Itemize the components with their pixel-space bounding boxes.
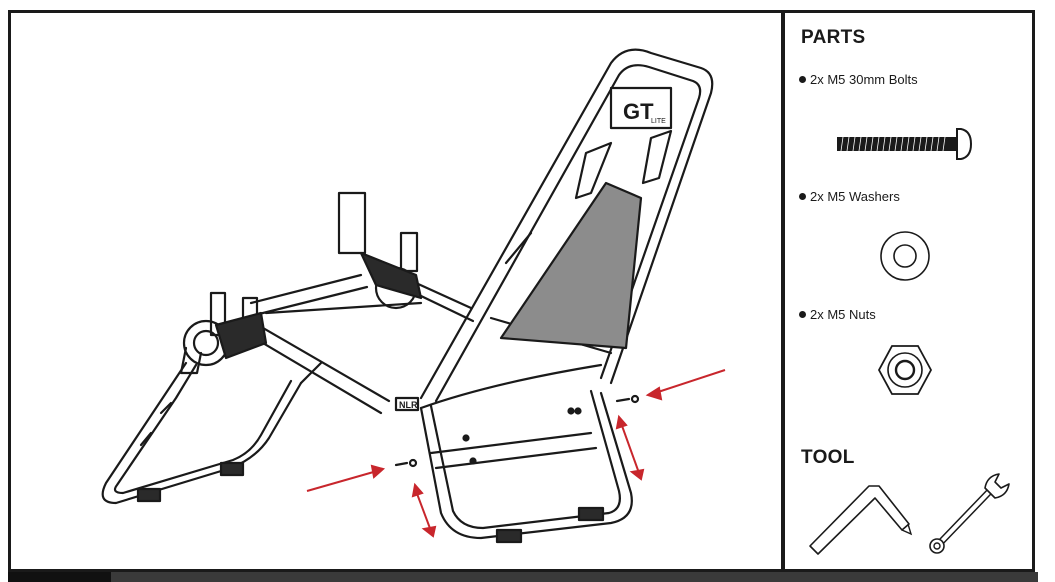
arrow-head-left: [370, 464, 386, 479]
nut-icon: [877, 345, 933, 395]
insert-arrow-left: [306, 470, 378, 492]
rotate-arrow-right: [620, 422, 640, 474]
bolt-icon: [837, 128, 973, 160]
insert-arrow-right: [654, 369, 726, 394]
parts-panel: PARTS 2x M5 30mm Bolts 2x M5 Washers 2x …: [785, 13, 1032, 569]
hardware-bolts: [394, 394, 640, 468]
brand-tag: NLR: [399, 400, 418, 410]
rear-hub: [337, 191, 423, 310]
part-item-washers: 2x M5 Washers: [799, 189, 900, 204]
bullet-icon: [799, 311, 806, 318]
bullet-icon: [799, 193, 806, 200]
arrow-head-right-top: [615, 414, 628, 430]
seat-logo-sub: LITE: [651, 118, 666, 125]
instruction-frame: [8, 10, 1035, 572]
part-label-washers: 2x M5 Washers: [810, 189, 900, 204]
floor-feet: [136, 396, 420, 503]
bullet-icon: [799, 76, 806, 83]
left-base-frame: [101, 361, 323, 505]
footer-tab: [8, 572, 111, 582]
chassis-rails: [244, 273, 475, 415]
arrow-head-left-top: [411, 482, 424, 498]
rear-base-frame: [419, 363, 633, 544]
arrow-head-right-bottom: [629, 468, 645, 481]
allen-key-icon: [809, 485, 913, 555]
front-hub: [179, 291, 268, 375]
seat-logo: GT: [623, 99, 654, 124]
parts-title: PARTS: [801, 27, 866, 48]
part-item-bolts: 2x M5 30mm Bolts: [799, 72, 918, 87]
wrench-icon: [929, 473, 1010, 554]
assembly-diagram: GT LITE NLR: [101, 48, 726, 544]
tools-title: TOOL: [801, 447, 855, 468]
footer-bar: [8, 572, 1038, 582]
part-item-nuts: 2x M5 Nuts: [799, 307, 876, 322]
rotate-arrow-left: [415, 490, 432, 532]
part-label-bolts: 2x M5 30mm Bolts: [810, 72, 918, 87]
washer-icon: [880, 231, 930, 281]
arrow-head-left-bottom: [421, 525, 437, 538]
panel-divider: [781, 10, 785, 572]
seat-back: GT LITE: [419, 48, 714, 403]
part-label-nuts: 2x M5 Nuts: [810, 307, 876, 322]
arrow-head-right: [645, 386, 663, 401]
